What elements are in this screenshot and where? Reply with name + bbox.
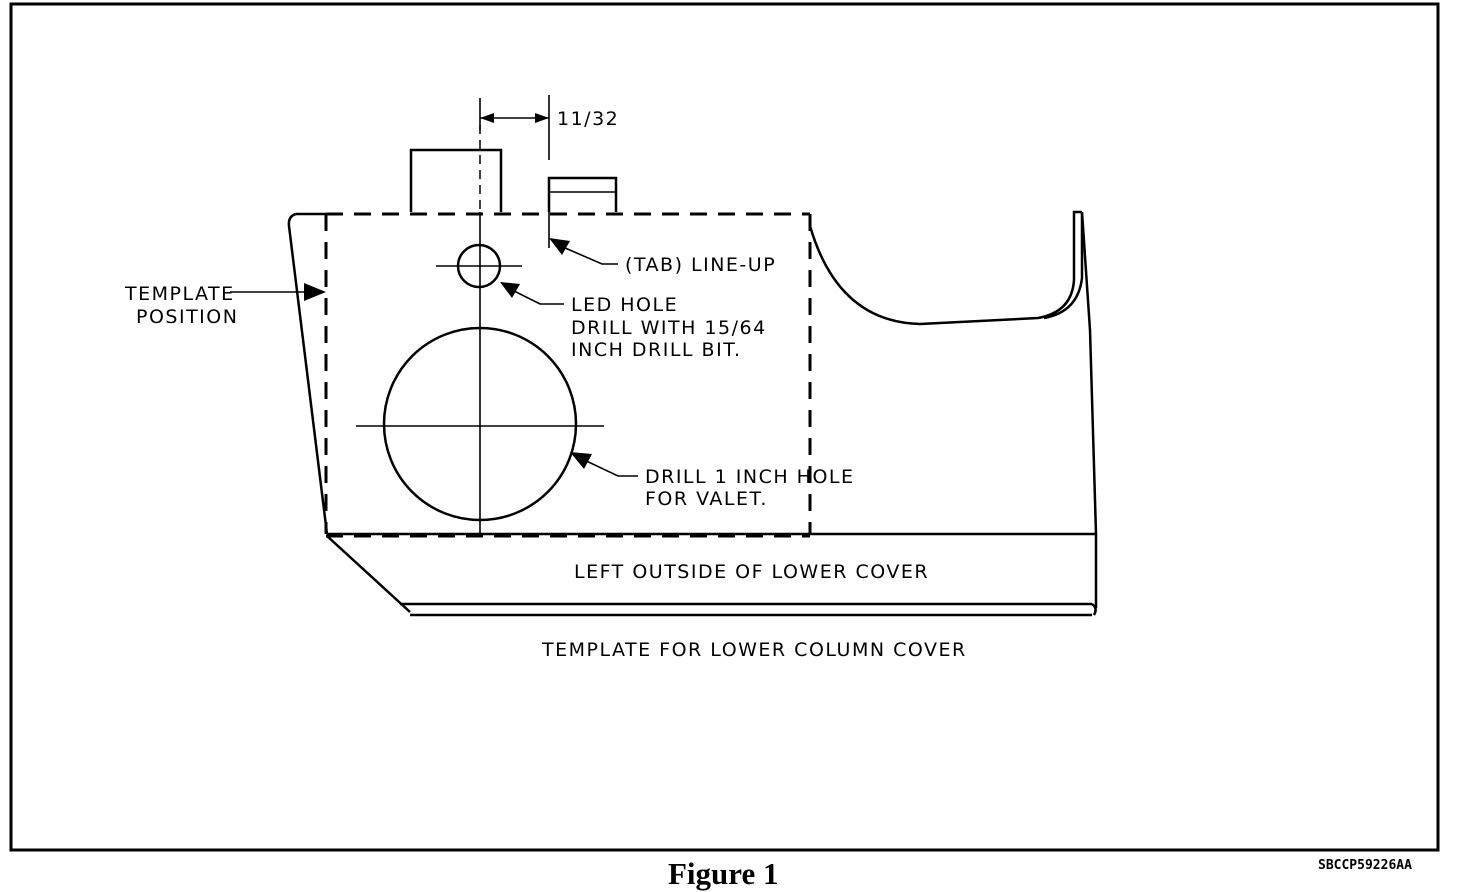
dimension-11-32: 11/32 [479, 95, 619, 160]
led-hole-callout: LED HOLE DRILL WITH 15/64 INCH DRILL BIT… [500, 282, 767, 361]
valet-hole [356, 326, 604, 522]
template-position-callout: TEMPLATE POSITION [124, 283, 326, 328]
template-caption: TEMPLATE FOR LOWER COLUMN COVER [541, 639, 967, 661]
led-hole [436, 243, 522, 289]
valet-hole-callout: DRILL 1 INCH HOLE FOR VALET. [570, 452, 855, 510]
figure-border [9, 2, 1440, 852]
dimension-label: 11/32 [557, 108, 619, 130]
cover-outline [287, 210, 1098, 617]
cover-label: LEFT OUTSIDE OF LOWER COVER [574, 561, 929, 583]
document-id: SBCCP59226AA [1318, 858, 1412, 873]
valet-hole-label-line2: FOR VALET. [645, 488, 768, 510]
tab-lineup-label: (TAB) LINE-UP [625, 254, 776, 276]
led-hole-label-line2: DRILL WITH 15/64 [571, 317, 767, 339]
template-outline [324, 212, 812, 538]
led-hole-label-line1: LED HOLE [571, 294, 678, 316]
led-hole-label-line3: INCH DRILL BIT. [571, 339, 742, 361]
cover-tabs [409, 148, 618, 212]
tab-lineup-callout: (TAB) LINE-UP [548, 212, 776, 276]
template-position-label-line2: POSITION [136, 306, 238, 328]
valet-hole-label-line1: DRILL 1 INCH HOLE [645, 466, 855, 488]
figure-caption: Figure 1 [668, 856, 779, 891]
template-position-label-line1: TEMPLATE [124, 283, 235, 305]
